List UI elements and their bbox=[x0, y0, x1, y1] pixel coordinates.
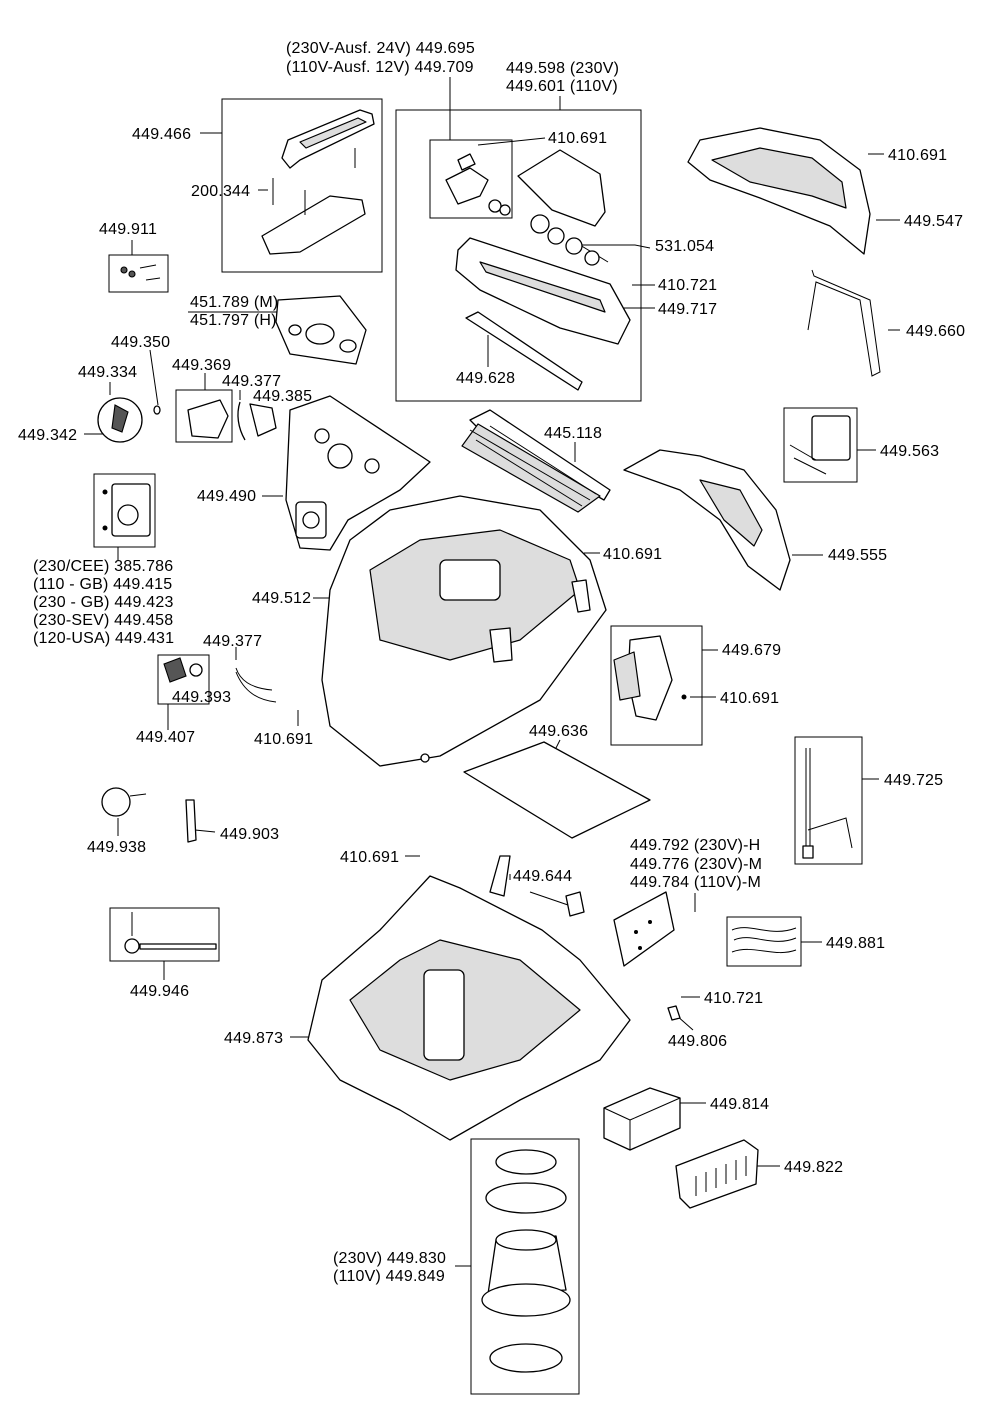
label-valve-110: 449.601 (110V) bbox=[506, 78, 618, 95]
label-sticker-m: 451.789 (M) bbox=[190, 294, 279, 311]
label-pump-110: (110V-Ausf. 12V) 449.709 bbox=[286, 59, 474, 76]
handle-part bbox=[261, 109, 375, 255]
label-cable-449377-top: 449.377 bbox=[222, 373, 282, 390]
label-housing-449512: 449.512 bbox=[252, 590, 312, 607]
label-seal-531054: 531.054 bbox=[655, 238, 715, 255]
label-grille-449822: 449.822 bbox=[784, 1159, 844, 1176]
label-pcb-h: 449.792 (230V)-H bbox=[630, 837, 761, 854]
label-clip-449644: 449.644 bbox=[513, 868, 573, 885]
label-cable-449881: 449.881 bbox=[826, 935, 886, 952]
label-base-449873: 449.873 bbox=[224, 1030, 284, 1047]
label-latch-449679: 449.679 bbox=[722, 642, 782, 659]
label-kit-449563: 449.563 bbox=[880, 443, 940, 460]
label-switch-449903: 449.903 bbox=[220, 826, 280, 843]
label-sticker-h: 451.797 (H) bbox=[190, 312, 277, 329]
label-socket-cee: (230/CEE) 385.786 bbox=[33, 558, 174, 575]
label-gasket-449628: 449.628 bbox=[456, 370, 516, 387]
label-screw-top-right: 410.691 bbox=[888, 147, 948, 164]
label-pcb-230m: 449.776 (230V)-M bbox=[630, 856, 763, 873]
label-panel-449490: 449.490 bbox=[197, 488, 257, 505]
label-screw-410721-bottom: 410.721 bbox=[704, 990, 764, 1007]
plate-part bbox=[463, 741, 651, 839]
label-kit-449911: 449.911 bbox=[99, 221, 158, 238]
side-panel-part bbox=[623, 449, 791, 591]
label-knob-screw-449342: 449.342 bbox=[18, 427, 78, 444]
label-rod-449725: 449.725 bbox=[884, 772, 944, 789]
label-screw-410721-top: 410.721 bbox=[658, 277, 718, 294]
valve-assembly-part bbox=[455, 149, 631, 391]
label-holder-449806: 449.806 bbox=[668, 1033, 728, 1050]
label-clip-449385: 449.385 bbox=[253, 388, 313, 405]
label-screw-valve: 410.691 bbox=[548, 130, 608, 147]
label-socket-gb110: (110 - GB) 449.415 bbox=[33, 576, 173, 593]
circuit-board-part bbox=[613, 891, 675, 967]
knob-part bbox=[97, 397, 161, 443]
label-screw-lower-left: 410.691 bbox=[254, 731, 314, 748]
holder-part bbox=[667, 1005, 681, 1021]
label-cable-449377-mid: 449.377 bbox=[203, 633, 263, 650]
knob-449407-part bbox=[163, 657, 277, 703]
label-motor-230: (230V) 449.830 bbox=[333, 1250, 447, 1267]
label-motor-110: (110V) 449.849 bbox=[333, 1268, 445, 1285]
sensor-part bbox=[101, 787, 197, 843]
rod-part bbox=[802, 748, 853, 859]
main-housing-part bbox=[321, 495, 607, 767]
cable-bundle-part bbox=[731, 927, 797, 954]
axle-part bbox=[124, 912, 217, 954]
label-pump-230: (230V-Ausf. 24V) 449.695 bbox=[286, 40, 475, 57]
kit-part bbox=[120, 264, 161, 281]
leader-lines bbox=[84, 77, 900, 1395]
sticker-part bbox=[275, 295, 367, 365]
label-screw-mid: 410.691 bbox=[603, 546, 663, 563]
top-cover-part bbox=[687, 127, 881, 377]
label-socket-sev: (230-SEV) 449.458 bbox=[33, 612, 174, 629]
label-socket-gb230: (230 - GB) 449.423 bbox=[33, 594, 174, 611]
base-housing-part bbox=[307, 855, 631, 1141]
label-foam-449814: 449.814 bbox=[710, 1096, 770, 1113]
label-cover-449547: 449.547 bbox=[904, 213, 964, 230]
label-valve-230: 449.598 (230V) bbox=[506, 60, 620, 77]
label-knob-cap-449350: 449.350 bbox=[111, 334, 171, 351]
label-screw-200344: 200.344 bbox=[191, 183, 251, 200]
grille-part bbox=[675, 1139, 759, 1209]
label-switch-449369: 449.369 bbox=[172, 357, 232, 374]
label-part-449717: 449.717 bbox=[658, 301, 718, 318]
switch-part bbox=[187, 399, 277, 441]
label-screw-base: 410.691 bbox=[340, 849, 400, 866]
kit-449563-part bbox=[789, 415, 851, 475]
label-sensor-449938: 449.938 bbox=[87, 839, 147, 856]
pump-part bbox=[445, 153, 511, 216]
label-screw-latch: 410.691 bbox=[720, 690, 780, 707]
label-bracket-449660: 449.660 bbox=[906, 323, 966, 340]
label-side-449555: 449.555 bbox=[828, 547, 888, 564]
label-axle-449946: 449.946 bbox=[130, 983, 190, 1000]
filter-part bbox=[461, 409, 611, 513]
latch-part bbox=[613, 635, 687, 721]
label-socket-usa: (120-USA) 449.431 bbox=[33, 630, 175, 647]
label-handle: 449.466 bbox=[132, 126, 192, 143]
label-plate-449636: 449.636 bbox=[529, 723, 589, 740]
foam-block-part bbox=[603, 1087, 681, 1151]
label-filter-445118: 445.118 bbox=[544, 425, 603, 442]
socket-part bbox=[102, 483, 151, 537]
label-set-449407: 449.407 bbox=[136, 729, 196, 746]
label-knob-449393: 449.393 bbox=[172, 689, 232, 706]
label-pcb-110m: 449.784 (110V)-M bbox=[630, 874, 761, 891]
control-panel-part bbox=[285, 395, 431, 551]
label-knob-449334: 449.334 bbox=[78, 364, 138, 381]
motor-part bbox=[481, 1149, 571, 1373]
